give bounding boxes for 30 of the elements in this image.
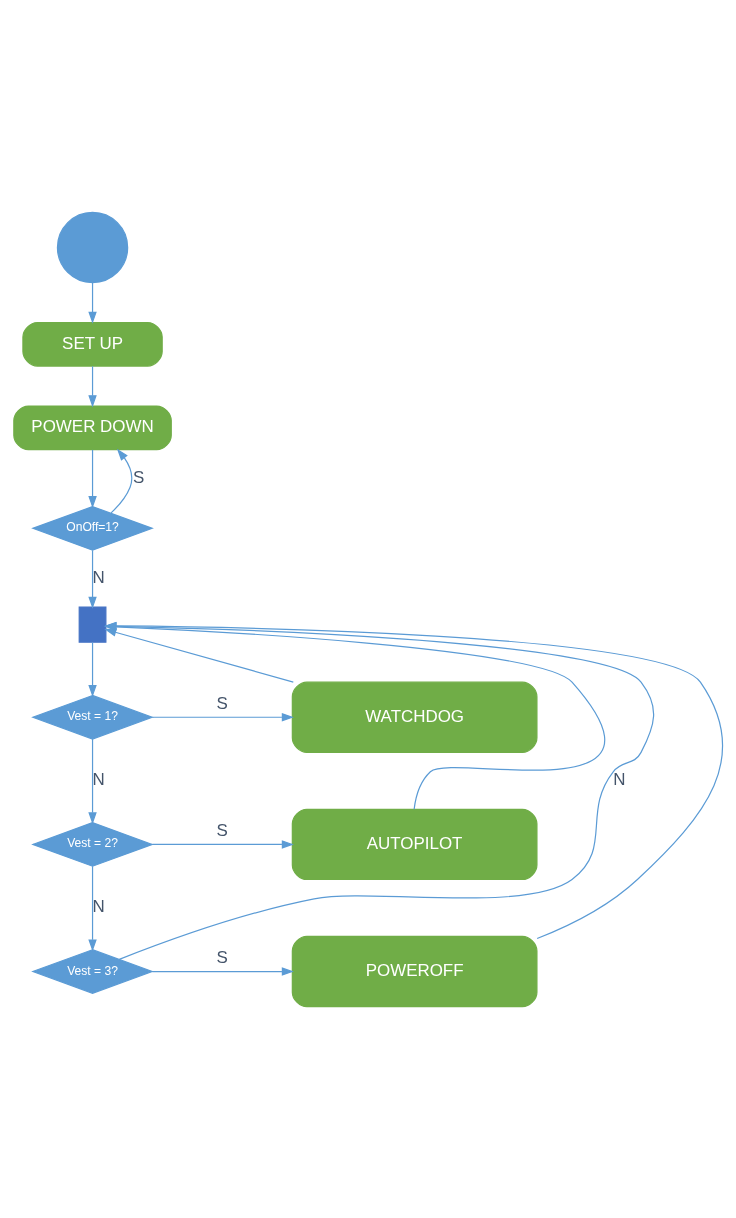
node-diamond: Vest = 2? <box>30 821 154 867</box>
edge-label: N <box>91 567 105 587</box>
node-box: AUTOPILOT <box>291 808 538 880</box>
edge-label: S <box>216 947 228 967</box>
edge-label: S <box>132 467 144 487</box>
edge-label: S <box>216 693 228 713</box>
node-box: POWER DOWN <box>12 404 172 450</box>
node-bar <box>78 605 106 643</box>
arrow <box>110 448 132 513</box>
node-diamond: OnOff=1? <box>30 505 154 551</box>
arrow <box>87 448 97 508</box>
node-circle <box>56 211 128 283</box>
arrow <box>87 737 97 824</box>
arrow <box>87 281 97 324</box>
arrow <box>151 966 294 976</box>
node-diamond: Vest = 3? <box>30 948 154 994</box>
edge-label: S <box>216 820 228 840</box>
edge-label: N <box>91 769 105 789</box>
edge-label: N <box>91 896 105 916</box>
node-box: WATCHDOG <box>291 681 538 753</box>
arrow <box>151 839 294 849</box>
arrow <box>87 865 97 952</box>
node-box: POWEROFF <box>291 935 538 1007</box>
arrow <box>87 641 97 697</box>
arrow <box>87 549 97 609</box>
edge-label: N <box>612 769 625 789</box>
arrow <box>151 712 294 721</box>
node-diamond: Vest = 1? <box>30 694 154 740</box>
arrow <box>87 365 97 407</box>
node-box: SET UP <box>21 321 163 367</box>
